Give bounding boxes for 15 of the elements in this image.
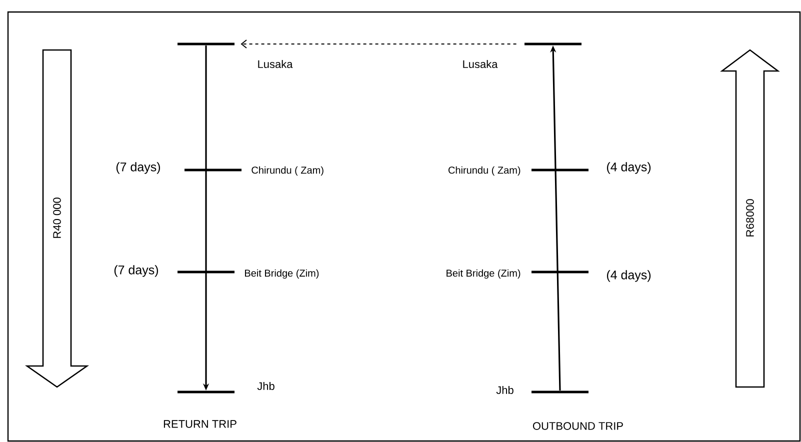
station-label: Lusaka bbox=[463, 60, 498, 68]
arrow bbox=[240, 40, 517, 48]
station-label: Beit Bridge (Zim) bbox=[446, 269, 520, 279]
trip-label: OUTBOUND TRIP bbox=[533, 422, 623, 430]
duration-label: (4 days) bbox=[606, 162, 651, 174]
station-label: Beit Bridge (Zim) bbox=[245, 269, 319, 279]
station-label: Chirundu ( Zam) bbox=[252, 166, 324, 176]
station-label: Chirundu ( Zam) bbox=[448, 166, 520, 176]
duration-label: (7 days) bbox=[114, 265, 158, 277]
station-label: Lusaka bbox=[258, 60, 293, 68]
duration-label: (7 days) bbox=[116, 162, 160, 174]
duration-label: (4 days) bbox=[606, 270, 651, 282]
station-label: Jhb bbox=[496, 386, 514, 394]
station-label: Jhb bbox=[257, 382, 274, 390]
trip-label: RETURN TRIP bbox=[164, 420, 236, 428]
